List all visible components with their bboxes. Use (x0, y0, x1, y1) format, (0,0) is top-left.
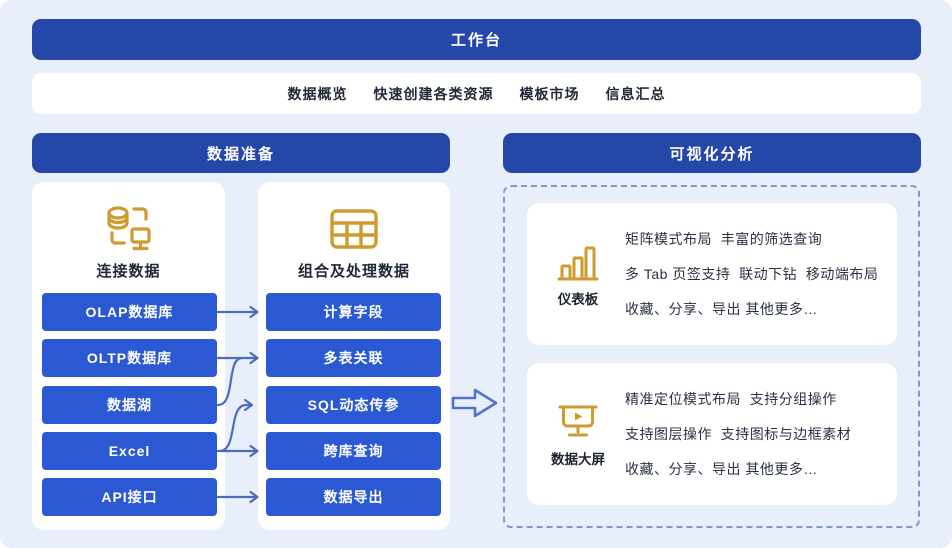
data-screen-feature-line: 精准定位模式布局 支持分组操作 (625, 391, 837, 407)
chip-api-interface[interactable]: API接口 (42, 478, 217, 516)
process-data-panel: 组合及处理数据 计算字段 多表关联 SQL动态传参 跨库查询 数据导出 (258, 182, 450, 530)
bar-chart-icon (556, 241, 600, 283)
section-header-data-prep: 数据准备 (32, 133, 450, 173)
dashboard-feature-line: 收藏、分享、导出 其他更多… (625, 301, 818, 317)
chip-excel[interactable]: Excel (42, 432, 217, 470)
data-screen-feature-line: 支持图层操作 支持图标与边框素材 (625, 426, 852, 442)
chip-multi-table-join[interactable]: 多表关联 (266, 339, 441, 377)
chip-sql-dynamic-params[interactable]: SQL动态传参 (266, 386, 441, 424)
chip-oltp-database[interactable]: OLTP数据库 (42, 339, 217, 377)
database-monitor-icon (32, 202, 225, 256)
dashboard-card: 仪表板 矩阵模式布局 丰富的筛选查询 多 Tab 页签支持 联动下钻 移动端布局… (527, 203, 897, 345)
menu-item-quick-create[interactable]: 快速创建各类资源 (373, 85, 494, 102)
dashboard-feature-line: 多 Tab 页签支持 联动下钻 移动端布局 (625, 266, 879, 282)
chip-cross-db-query[interactable]: 跨库查询 (266, 432, 441, 470)
section-header-visual-analysis: 可视化分析 (503, 133, 921, 173)
big-right-arrow-icon (451, 388, 498, 418)
menu-bar: 数据概览 快速创建各类资源 模板市场 信息汇总 (32, 73, 921, 114)
menu-item-data-overview[interactable]: 数据概览 (287, 85, 348, 102)
table-icon (258, 202, 450, 256)
connect-data-title: 连接数据 (96, 263, 161, 280)
workbench-title: 工作台 (450, 32, 502, 49)
dashboard-feature-line: 矩阵模式布局 丰富的筛选查询 (625, 231, 823, 247)
section-header-visual-analysis-label: 可视化分析 (669, 145, 755, 163)
chip-calculated-field[interactable]: 计算字段 (266, 293, 441, 331)
data-screen-feature-line: 收藏、分享、导出 其他更多… (625, 461, 818, 477)
data-screen-card: 数据大屏 精准定位模式布局 支持分组操作 支持图层操作 支持图标与边框素材 收藏… (527, 363, 897, 505)
section-header-data-prep-label: 数据准备 (206, 145, 275, 163)
connect-data-panel: 连接数据 OLAP数据库 OLTP数据库 数据湖 Excel API接口 (32, 182, 225, 530)
chip-olap-database[interactable]: OLAP数据库 (42, 293, 217, 331)
menu-item-info-summary[interactable]: 信息汇总 (605, 85, 666, 102)
process-data-title: 组合及处理数据 (297, 263, 410, 280)
data-screen-card-label: 数据大屏 (551, 451, 605, 467)
data-screen-icon (556, 401, 600, 443)
menu-item-template-market[interactable]: 模板市场 (519, 85, 580, 102)
flow-arrows (216, 305, 259, 504)
dashboard-card-label: 仪表板 (557, 291, 599, 307)
chip-data-export[interactable]: 数据导出 (266, 478, 441, 516)
chip-data-lake[interactable]: 数据湖 (42, 386, 217, 424)
workbench-title-bar: 工作台 (32, 19, 921, 60)
visual-analysis-container (503, 185, 920, 528)
